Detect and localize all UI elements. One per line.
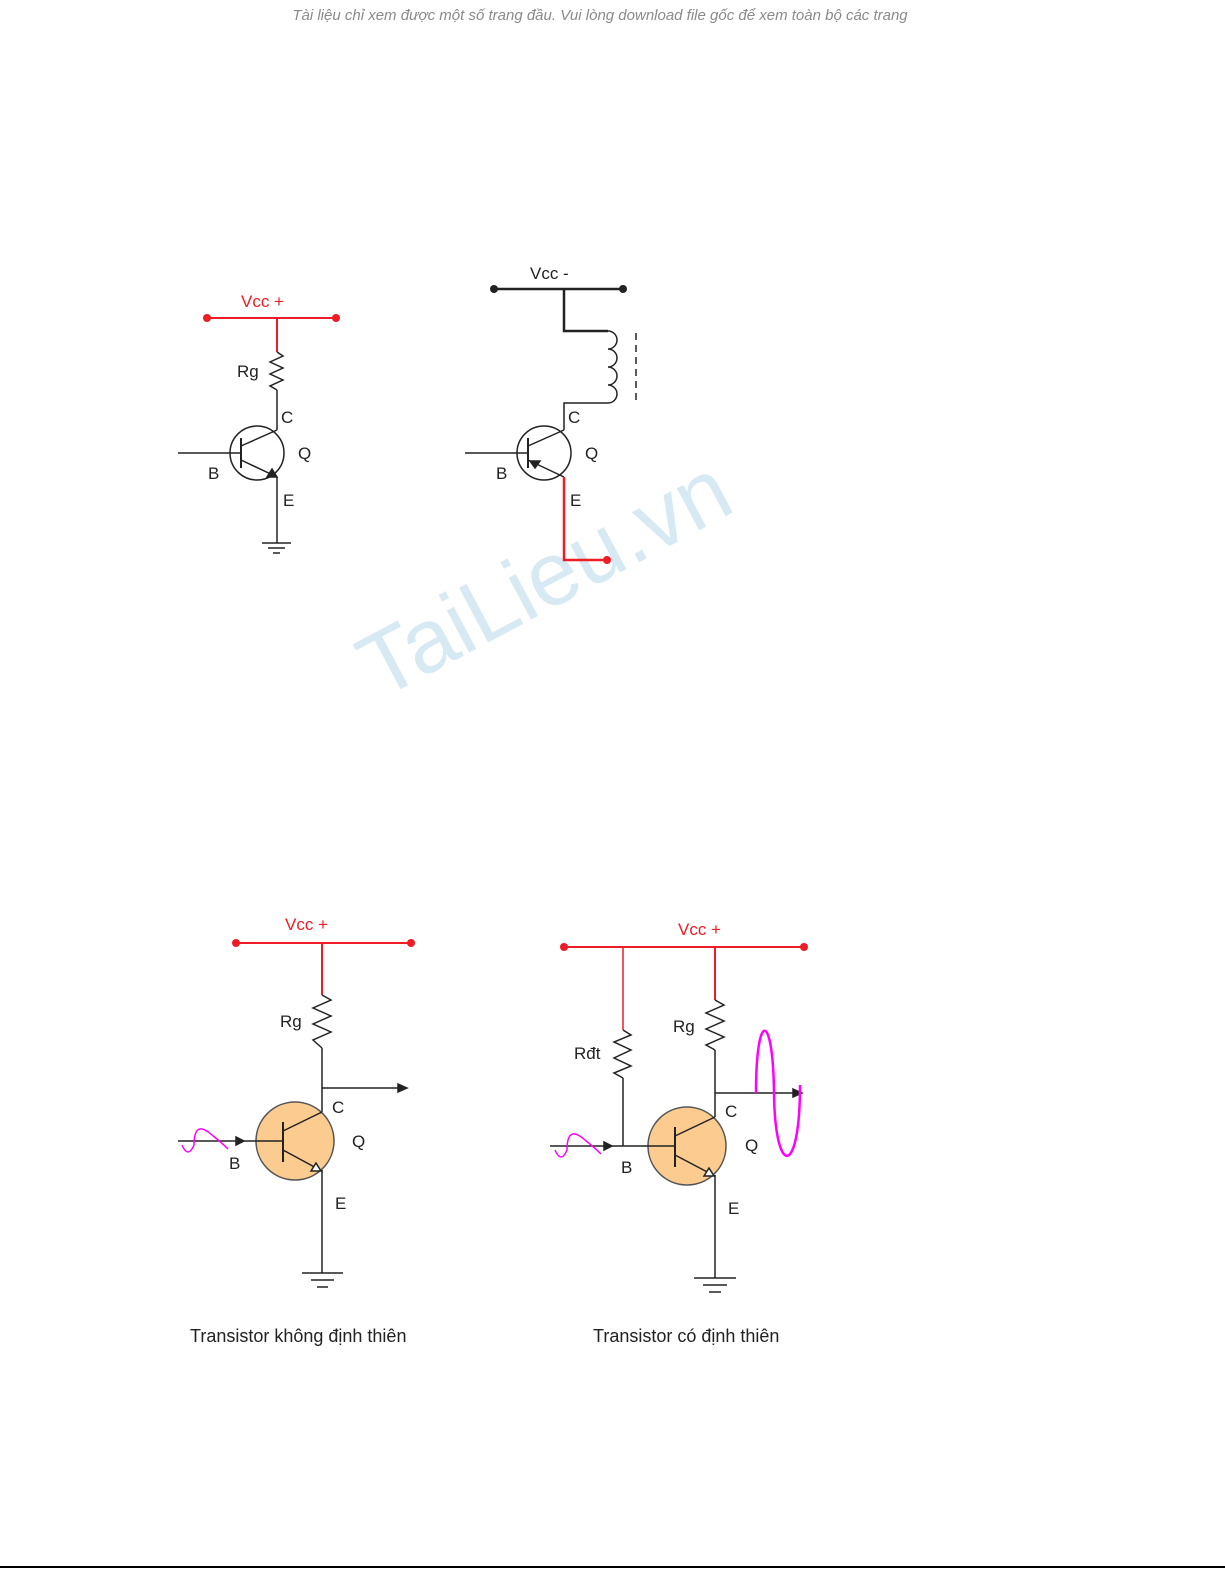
circuit-biased <box>550 943 808 1293</box>
resistor-label: Rg <box>237 362 259 381</box>
base-label: B <box>496 464 507 483</box>
base-label: B <box>621 1158 632 1177</box>
circuit-pnp-inductor <box>465 285 637 564</box>
emitter-label: E <box>335 1194 346 1213</box>
circuit-npn-basic <box>178 314 340 554</box>
circuit-unbiased <box>178 939 415 1288</box>
preview-notice: Tài liệu chỉ xem được một số trang đầu. … <box>292 7 908 24</box>
transistor-label: Q <box>745 1136 758 1155</box>
transistor-label: Q <box>585 444 598 463</box>
collector-label: C <box>568 408 580 427</box>
caption-unbiased: Transistor không định thiên <box>190 1326 406 1346</box>
output-signal-wave <box>754 1029 802 1157</box>
page-bottom-border <box>0 1566 1225 1568</box>
transistor-label: Q <box>352 1132 365 1151</box>
collector-label: C <box>332 1098 344 1117</box>
bias-resistor-label: Rđt <box>574 1044 601 1063</box>
emitter-label: E <box>570 491 581 510</box>
emitter-label: E <box>283 491 294 510</box>
resistor-label: Rg <box>673 1017 695 1036</box>
vcc-label: Vcc + <box>241 292 284 311</box>
collector-label: C <box>281 408 293 427</box>
base-label: B <box>208 464 219 483</box>
resistor-label: Rg <box>280 1012 302 1031</box>
emitter-label: E <box>728 1199 739 1218</box>
inductor-coil <box>607 330 618 404</box>
base-label: B <box>229 1154 240 1173</box>
vcc-label: Vcc + <box>285 915 328 934</box>
collector-label: C <box>725 1102 737 1121</box>
input-signal-wave <box>181 1128 229 1153</box>
vcc-label: Vcc + <box>678 920 721 939</box>
watermark-logo: TaiLieu.vn <box>342 439 747 718</box>
input-signal-wave <box>554 1133 602 1158</box>
caption-biased: Transistor có định thiên <box>593 1326 779 1346</box>
vcc-label: Vcc - <box>530 264 569 283</box>
transistor-label: Q <box>298 444 311 463</box>
